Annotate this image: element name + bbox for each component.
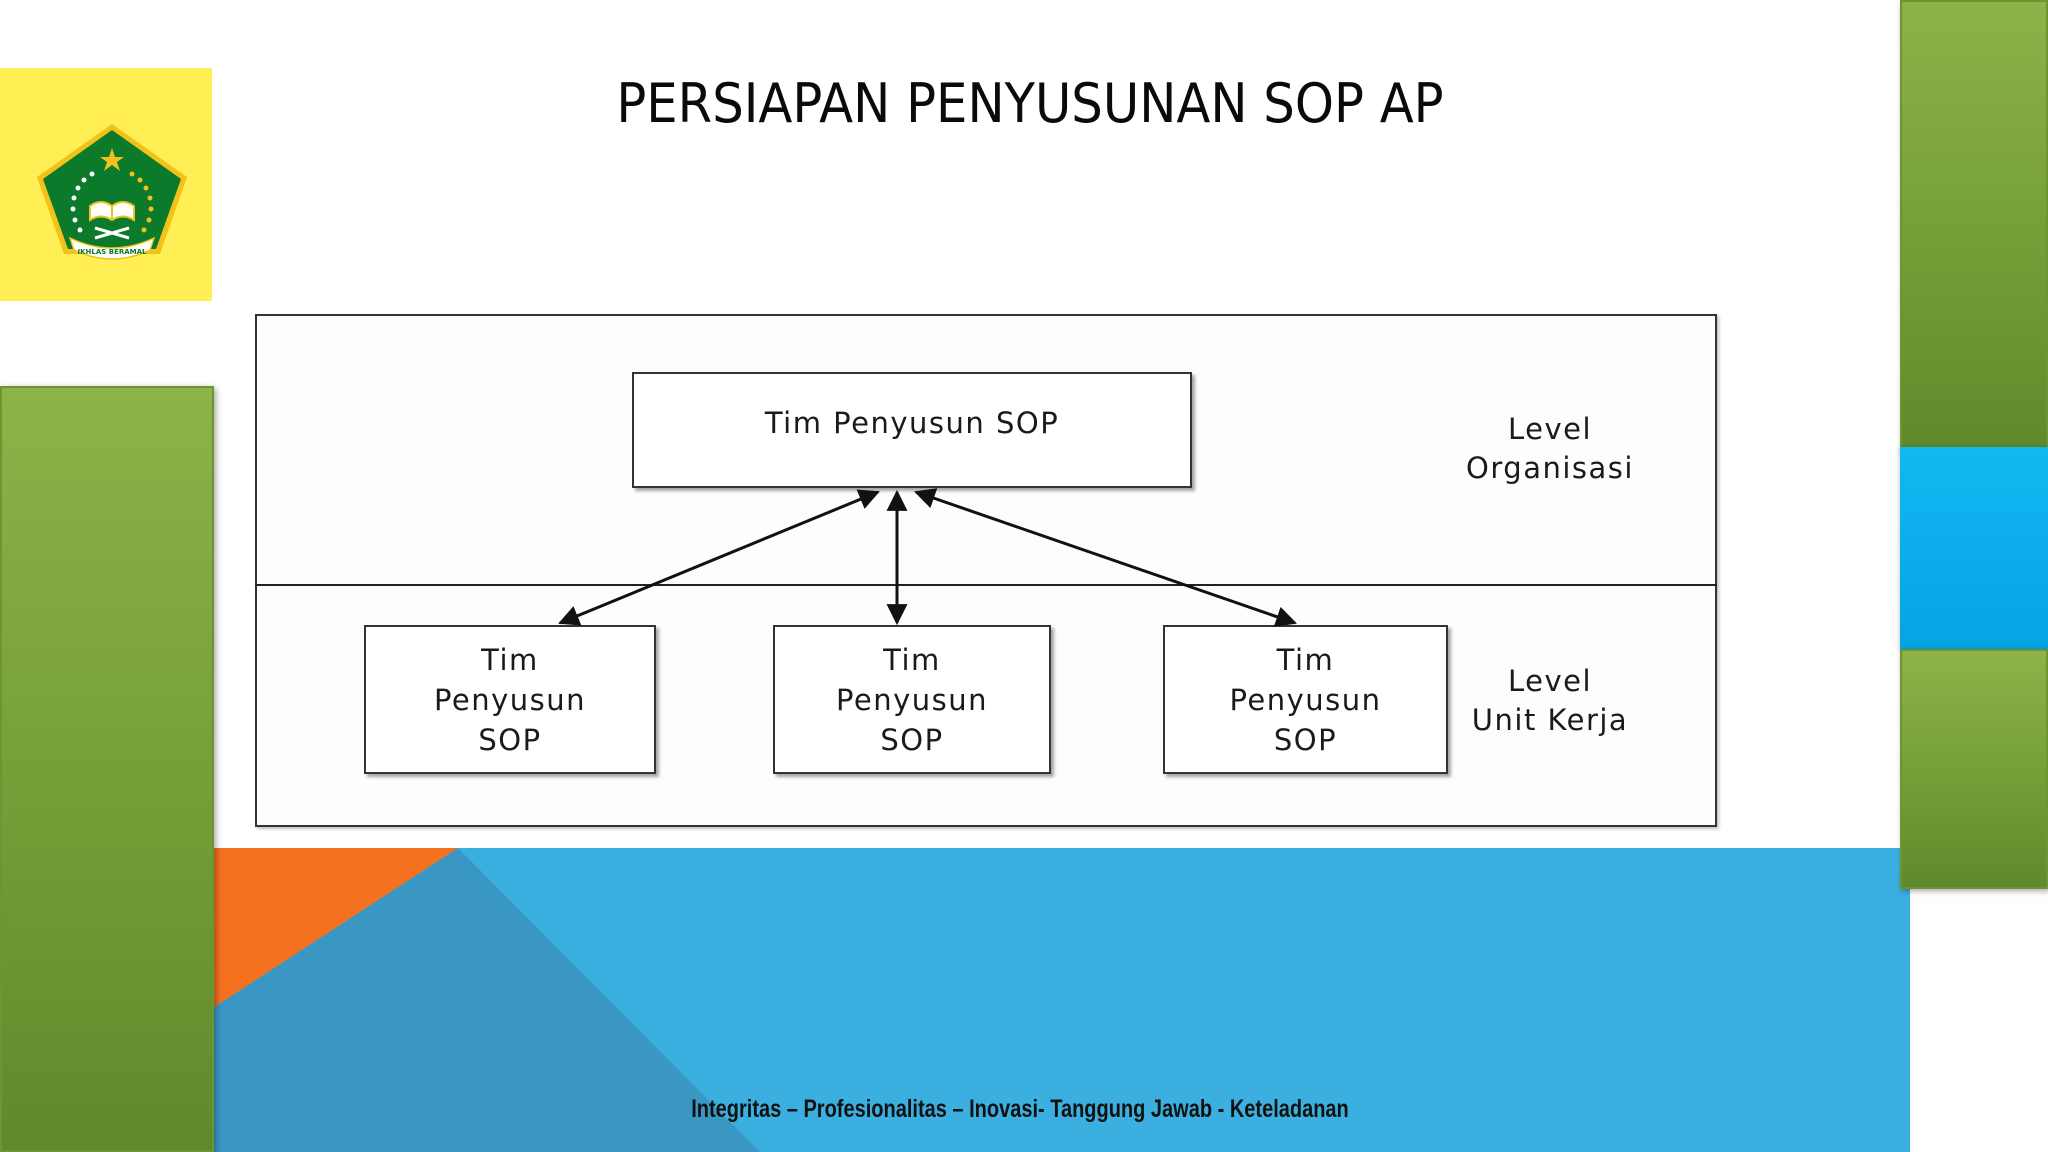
level-organisasi-label: Level Organisasi: [1466, 412, 1634, 485]
top-node-tim-penyusun-sop: Tim Penyusun SOP: [632, 372, 1192, 488]
unit-node-1: Tim Penyusun SOP: [364, 625, 656, 774]
unit-node-2: Tim Penyusun SOP: [773, 625, 1051, 774]
right-green-bar-bottom: [1900, 649, 2048, 889]
page-title: PERSIAPAN PENYUSUNAN SOP AP: [616, 72, 1444, 135]
unit-node-3: Tim Penyusun SOP: [1163, 625, 1448, 774]
svg-text:IKHLAS BERAMAL: IKHLAS BERAMAL: [77, 248, 147, 256]
logo-panel: IKHLAS BERAMAL: [0, 68, 212, 301]
level-unit-kerja-label: Level Unit Kerja: [1471, 664, 1629, 737]
footer-motto: Integritas – Profesionalitas – Inovasi- …: [691, 1095, 1349, 1123]
dark-blue-triangle: [210, 848, 760, 1152]
kementerian-agama-emblem-icon: IKHLAS BERAMAL: [37, 124, 187, 260]
right-green-bar-top: [1900, 0, 2048, 452]
left-green-bar: [0, 386, 214, 1152]
level-divider: [255, 584, 1717, 586]
right-cyan-block: [1900, 447, 2048, 649]
